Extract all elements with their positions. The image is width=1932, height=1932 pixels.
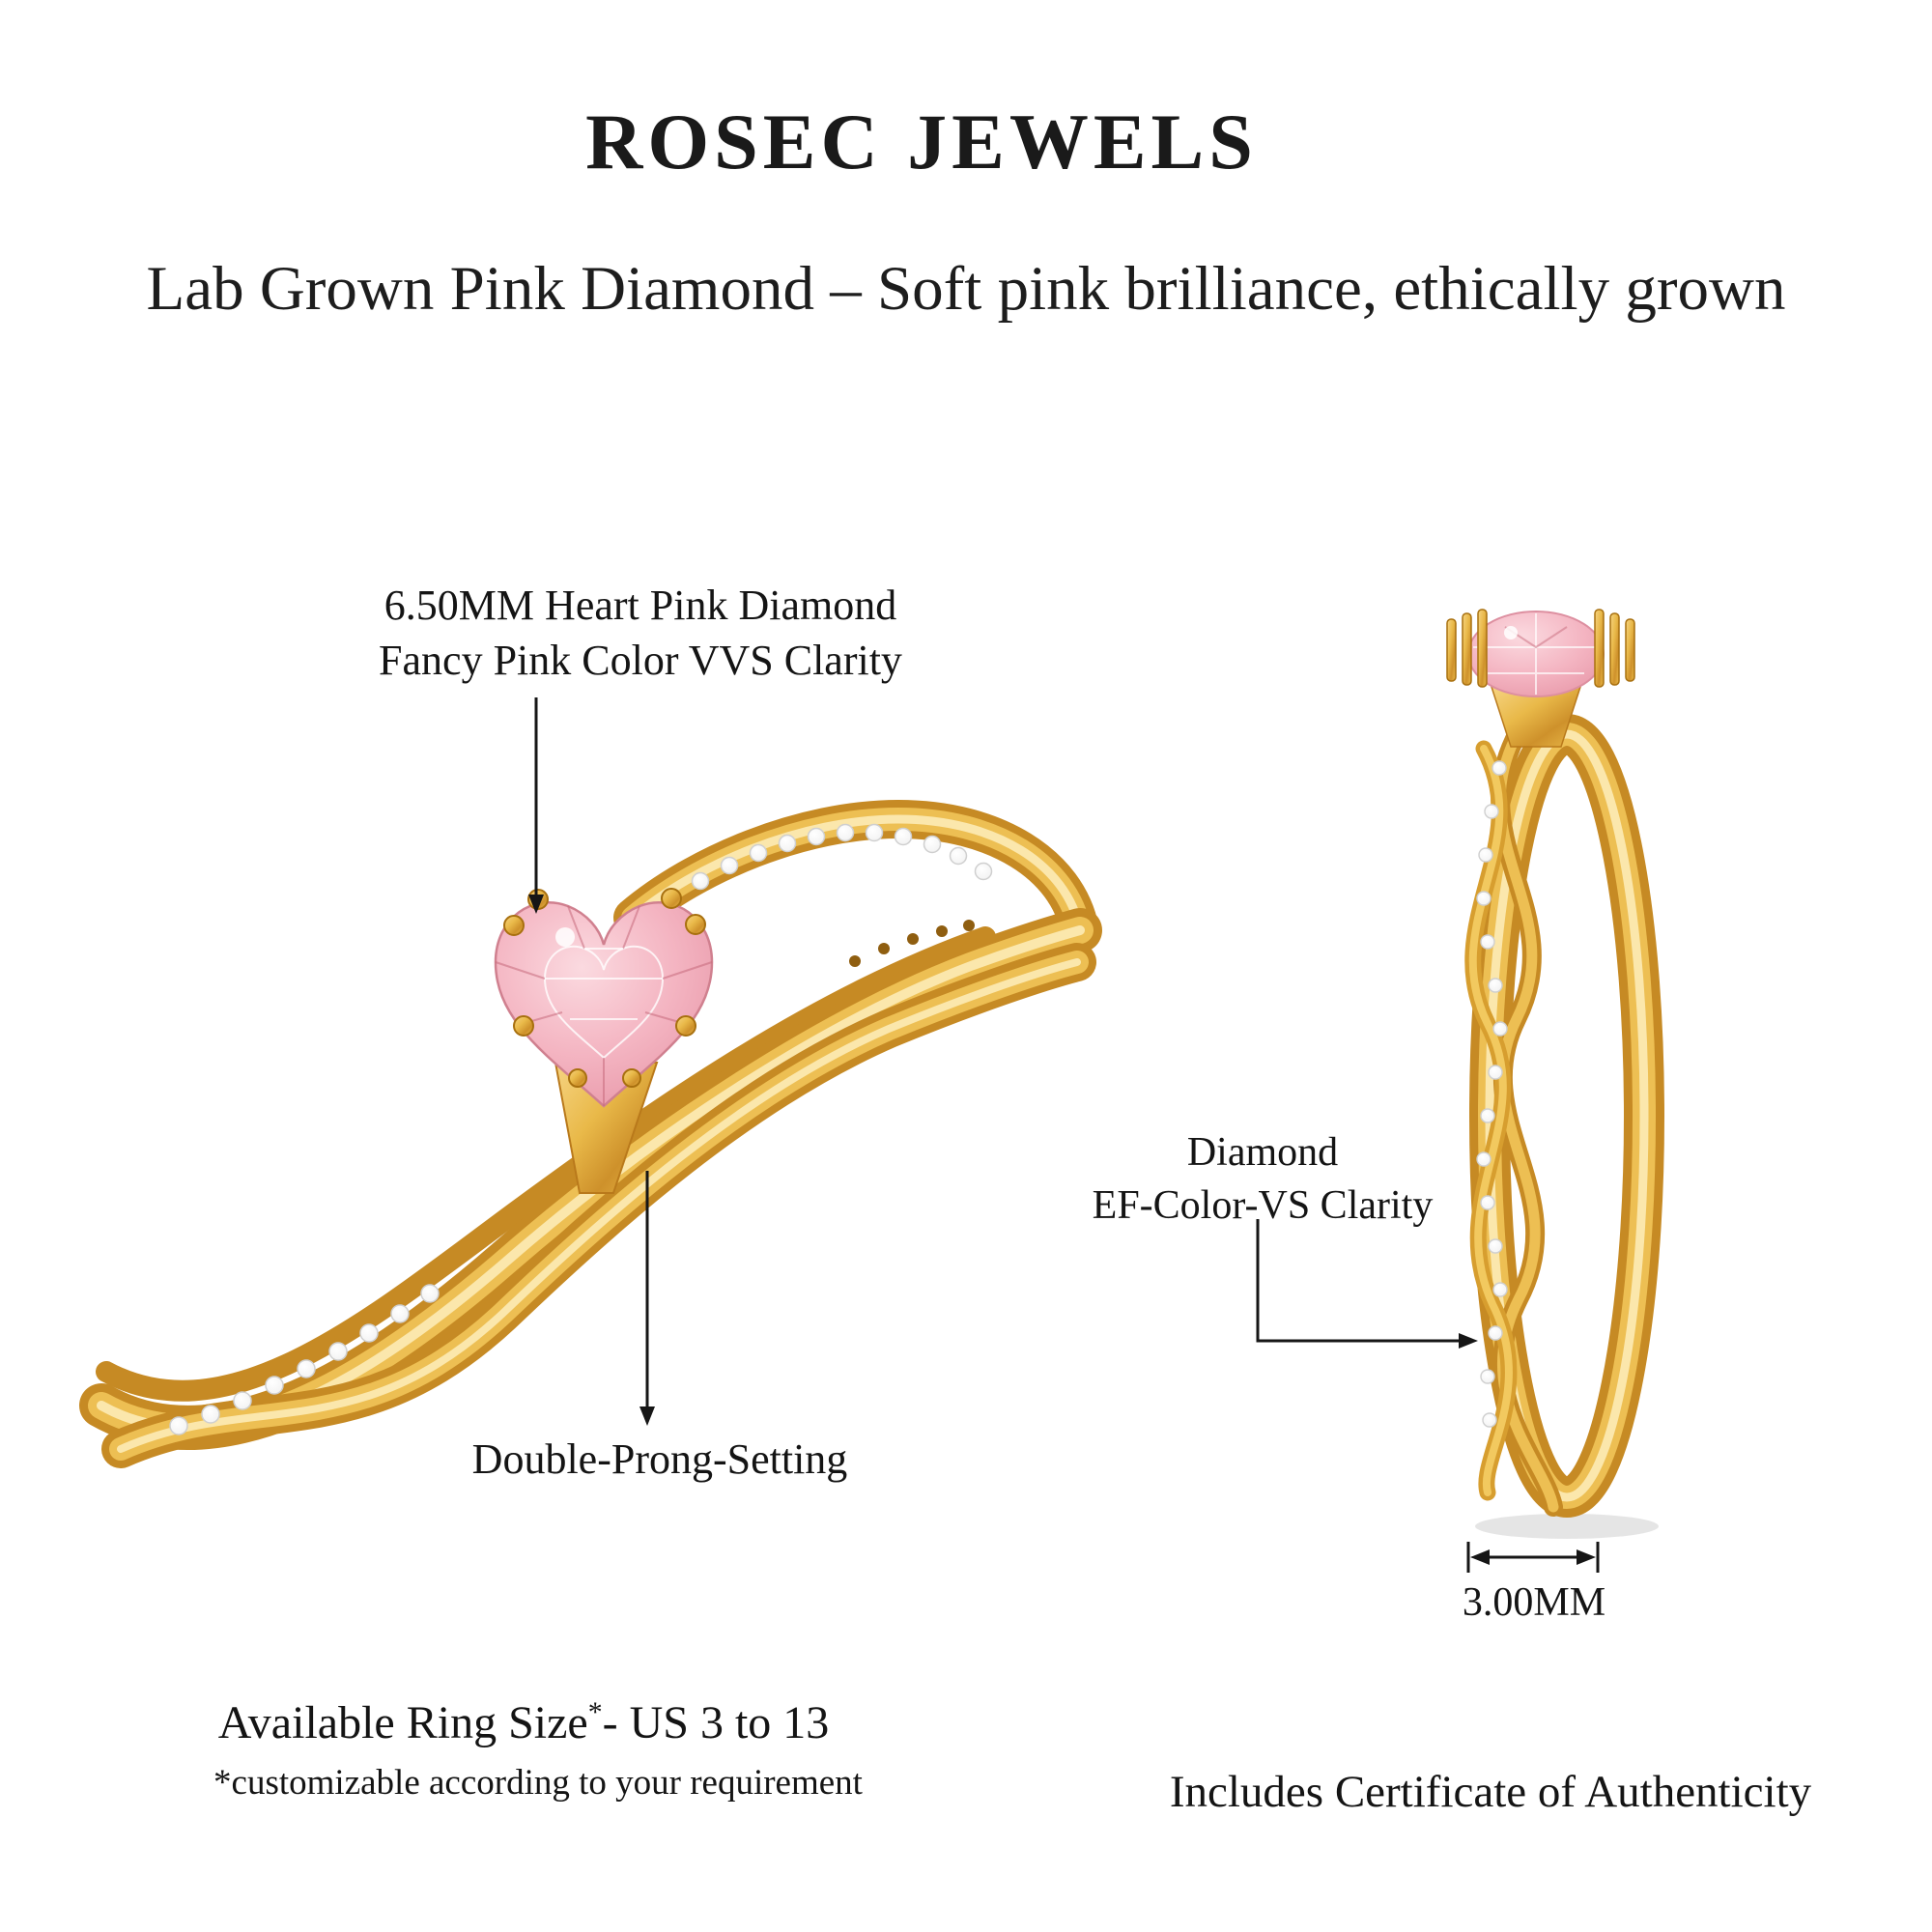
side-diamond-annotation-line1: Diamond	[1186, 1130, 1339, 1175]
melee-diamonds-far-arc	[691, 823, 993, 891]
band-twist-strands	[1464, 729, 1563, 1517]
heart-pink-diamond	[494, 900, 714, 1108]
center-stone-annotation-line2: Fancy Pink Color VVS Clarity	[379, 637, 902, 685]
center-stone-annotation-line1: 6.50MM Heart Pink Diamond	[384, 582, 897, 629]
ring-side-view-illustration	[1446, 609, 1664, 1539]
customization-note: *customizable according to your requirem…	[213, 1763, 863, 1803]
side-pink-diamond	[1467, 611, 1605, 697]
band-width-label: 3.00MM	[1462, 1580, 1606, 1625]
setting-annotation: Double-Prong-Setting	[471, 1435, 848, 1483]
center-stone-annotation: 6.50MM Heart Pink Diamond Fancy Pink Col…	[312, 578, 969, 688]
ring-size-range: - US 3 to 13	[602, 1697, 830, 1748]
prong-combs	[1446, 609, 1635, 688]
side-diamond-annotation: Diamond EF-Color-VS Clarity	[953, 1126, 1572, 1232]
band-hole-details	[849, 920, 975, 967]
melee-diamonds-twist	[1476, 760, 1508, 1428]
certificate-note: Includes Certificate of Authenticity	[1169, 1767, 1812, 1817]
ring-shadow	[1475, 1514, 1659, 1539]
ring-size-availability: Available Ring Size*- US 3 to 13	[89, 1696, 958, 1749]
ring-size-asterisk: *	[587, 1696, 603, 1728]
product-tagline: Lab Grown Pink Diamond – Soft pink brill…	[146, 254, 1786, 324]
side-diamond-annotation-line2: EF-Color-VS Clarity	[1092, 1182, 1434, 1228]
ring-size-text: Available Ring Size	[217, 1697, 588, 1748]
ring-three-quarter-view-illustration	[79, 799, 1102, 1468]
brand-title: ROSEC JEWELS	[585, 98, 1258, 185]
melee-diamonds-front-strand	[169, 1284, 440, 1435]
